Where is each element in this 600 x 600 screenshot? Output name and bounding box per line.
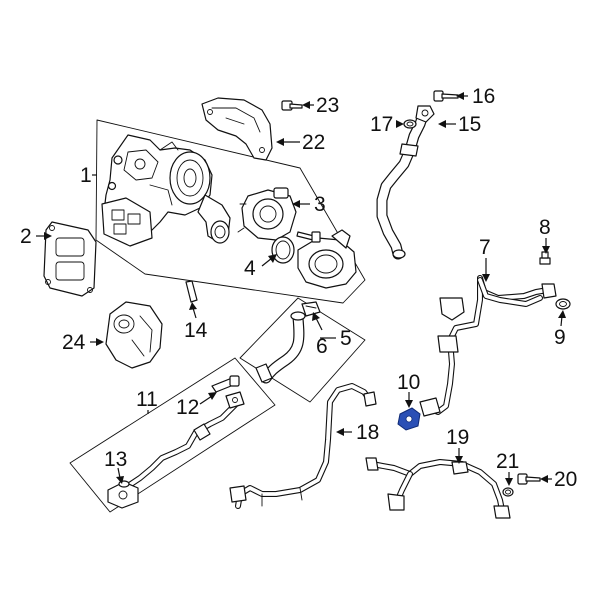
bolt-23[interactable] xyxy=(281,100,303,111)
callout-12: 12 xyxy=(176,396,199,419)
callout-18: 18 xyxy=(356,421,379,444)
o-ring[interactable] xyxy=(271,236,295,264)
callout-14: 14 xyxy=(184,319,208,342)
callout-3: 3 xyxy=(314,193,326,216)
callout-7: 7 xyxy=(479,236,491,259)
callout-21: 21 xyxy=(496,450,519,473)
coolant-hose[interactable] xyxy=(255,311,306,384)
heat-shield[interactable] xyxy=(201,97,273,161)
bolt-16[interactable] xyxy=(433,90,459,102)
washer-21[interactable] xyxy=(502,487,514,497)
callout-13: 13 xyxy=(104,448,127,471)
outlet-housing[interactable] xyxy=(296,229,357,289)
callout-2: 2 xyxy=(20,225,32,248)
callout-24: 24 xyxy=(62,331,86,354)
coolant-line-19[interactable] xyxy=(365,457,511,519)
coolant-pipe[interactable] xyxy=(376,105,435,260)
oil-return-line[interactable] xyxy=(419,275,557,417)
callout-9: 9 xyxy=(554,326,566,349)
banjo-bolt-12[interactable] xyxy=(211,375,240,393)
callout-10: 10 xyxy=(397,371,420,394)
callout-6: 6 xyxy=(316,335,328,358)
stud[interactable] xyxy=(185,280,198,303)
callout-8: 8 xyxy=(539,216,551,239)
group-outline-turbo xyxy=(95,119,366,304)
callout-1: 1 xyxy=(80,164,92,187)
group-outline-coolant-hose xyxy=(239,297,366,403)
lower-heat-shield[interactable] xyxy=(105,301,163,369)
hose-clamp[interactable] xyxy=(301,301,321,317)
throttle-actuator[interactable] xyxy=(237,187,297,241)
gasket[interactable] xyxy=(43,221,97,297)
callout-16: 16 xyxy=(472,85,495,108)
leader-lines xyxy=(36,92,566,486)
bolt-20[interactable] xyxy=(517,473,541,485)
callout-5: 5 xyxy=(340,327,352,350)
housing-bolt[interactable] xyxy=(296,231,321,243)
oil-feed-line[interactable] xyxy=(107,391,245,509)
callout-19: 19 xyxy=(446,426,469,449)
turbocharger[interactable] xyxy=(101,134,231,247)
washer-9[interactable] xyxy=(555,298,571,310)
callout-15: 15 xyxy=(458,113,481,136)
callout-17: 17 xyxy=(370,113,393,136)
callout-labels: 1 2 3 4 5 6 7 8 9 10 11 12 13 14 15 16 1… xyxy=(20,85,577,491)
washer-17[interactable] xyxy=(403,119,417,129)
callout-23: 23 xyxy=(316,94,339,117)
callout-22: 22 xyxy=(302,131,325,154)
gasket-10-highlighted[interactable] xyxy=(397,407,421,431)
callout-11: 11 xyxy=(136,388,158,411)
bolt-8[interactable] xyxy=(539,251,551,265)
callout-4: 4 xyxy=(244,257,256,280)
group-outline-oil-feed xyxy=(69,357,276,513)
water-line[interactable] xyxy=(229,383,377,509)
callout-20: 20 xyxy=(554,468,577,491)
